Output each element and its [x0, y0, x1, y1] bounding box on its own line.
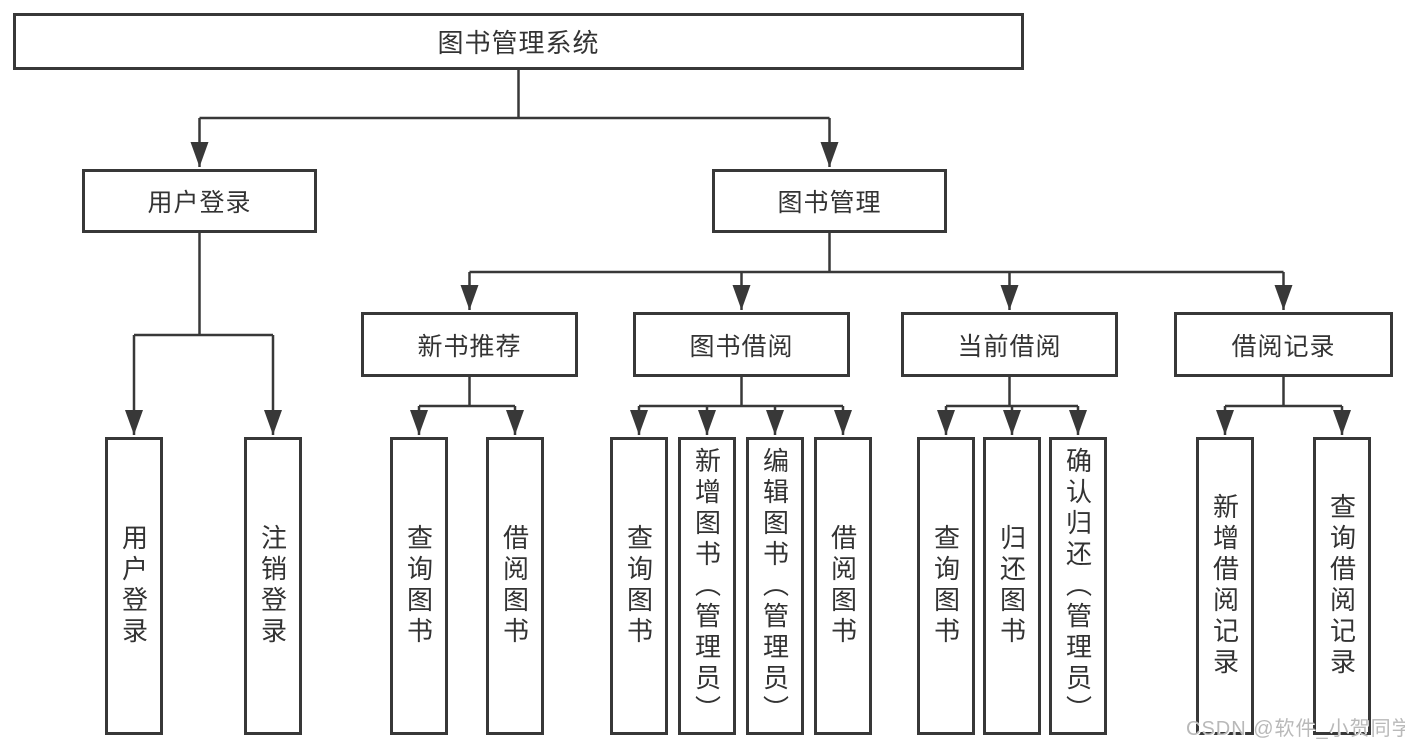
leaf-cb-return-books: 归还图书: [983, 437, 1041, 735]
node-current-borrowing: 当前借阅: [901, 312, 1118, 377]
leaf-bb-query-books: 查询图书: [610, 437, 668, 735]
csdn-watermark: CSDN @软件_小贺同学: [1186, 718, 1405, 740]
leaf-bb-edit-books-admin: 编辑图书（管理员）: [746, 437, 804, 735]
leaf-nbr-query-books: 查询图书: [390, 437, 448, 735]
node-user-login: 用户登录: [82, 169, 317, 233]
node-borrowing-records: 借阅记录: [1174, 312, 1393, 377]
leaf-user-login: 用户登录: [105, 437, 163, 735]
node-new-book-recommend: 新书推荐: [361, 312, 578, 377]
leaf-cb-confirm-return-admin: 确认归还（管理员）: [1049, 437, 1107, 735]
leaf-bb-borrow-books: 借阅图书: [814, 437, 872, 735]
node-book-borrowing: 图书借阅: [633, 312, 850, 377]
node-root-library-system: 图书管理系统: [13, 13, 1024, 70]
leaf-br-add-record: 新增借阅记录: [1196, 437, 1254, 735]
connector-group: [125, 70, 1351, 435]
leaf-br-query-record: 查询借阅记录: [1313, 437, 1371, 735]
leaf-cb-query-books: 查询图书: [917, 437, 975, 735]
leaf-logout: 注销登录: [244, 437, 302, 735]
leaf-nbr-borrow-books: 借阅图书: [486, 437, 544, 735]
node-book-management: 图书管理: [712, 169, 947, 233]
leaf-bb-add-books-admin: 新增图书（管理员）: [678, 437, 736, 735]
